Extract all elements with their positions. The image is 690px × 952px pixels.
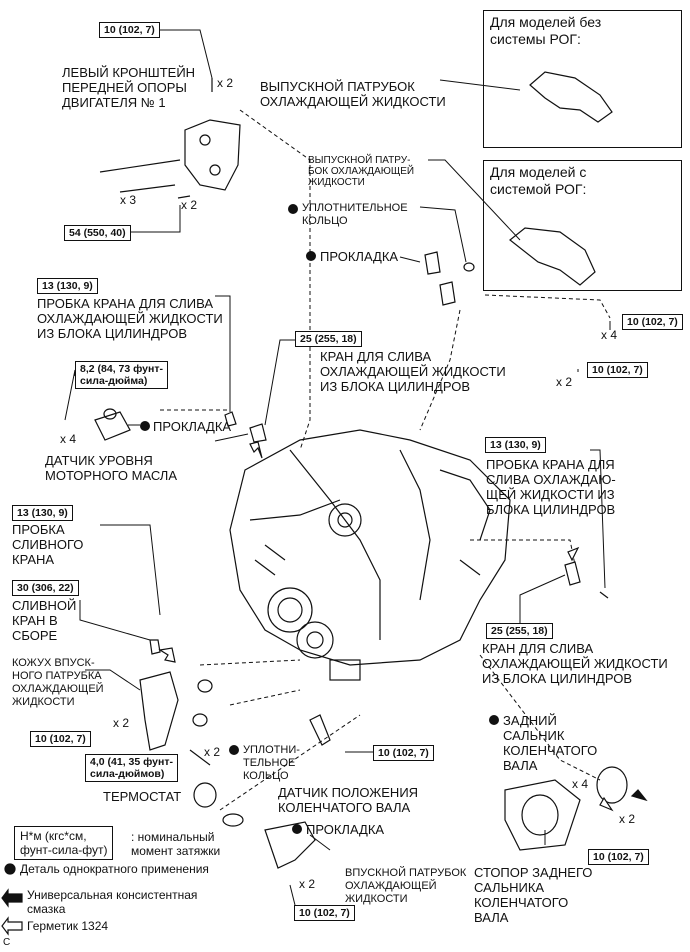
torque-spec: 13 (130, 9) (485, 437, 546, 453)
torque-spec: 10 (102, 7) (99, 22, 160, 38)
label-oil-sensor: ДАТЧИК УРОВНЯ МОТОРНОГО МАСЛА (45, 453, 177, 483)
label-inlet-housing: КОЖУХ ВПУСК- НОГО ПАТРУБКА ОХЛАЖДАЮЩЕЙ Ж… (12, 657, 104, 708)
quantity-label: x 2 (113, 716, 130, 730)
quantity-label: x 3 (120, 193, 137, 207)
torque-spec: 8,2 (84, 73 фунт- сила-дюйма) (75, 361, 168, 389)
torque-spec: 10 (102, 7) (30, 731, 91, 747)
leader-lines (64, 29, 611, 906)
torque-spec: 10 (102, 7) (294, 905, 355, 921)
left-mount-bracket (99, 78, 241, 199)
label-o-ring-top: УПЛОТНИТЕЛЬНОЕ КОЛЬЦО (302, 202, 408, 227)
torque-spec: 30 (306, 22) (12, 580, 79, 596)
label-gasket-top: ПРОКЛАДКА (320, 249, 399, 264)
torque-spec: 10 (102, 7) (587, 362, 648, 378)
quantity-label: x 2 (204, 745, 221, 759)
legend-torque-text: : номинальный момент затяжки (131, 830, 221, 858)
panel-with-egr (483, 160, 682, 291)
quantity-label: x 2 (619, 812, 636, 826)
legend-torque-unit: Н*м (кгс*см, фунт-сила-фут) (14, 826, 114, 860)
legend-symbols (1, 863, 23, 936)
quantity-label: x 4 (601, 328, 618, 342)
torque-spec: 10 (102, 7) (373, 745, 434, 761)
label-left-bracket: ЛЕВЫЙ КРОНШТЕЙН ПЕРЕДНЕЙ ОПОРЫ ДВИГАТЕЛЯ… (62, 65, 196, 110)
label-gasket-oil: ПРОКЛАДКА (153, 419, 232, 434)
label-gasket-bottom: ПРОКЛАДКА (306, 822, 385, 837)
torque-spec: 10 (102, 7) (622, 314, 683, 330)
torque-spec: 4,0 (41, 35 фунт- сила-дюймов) (85, 754, 178, 782)
label-drain-plug-right: ПРОБКА КРАНА ДЛЯ СЛИВА ОХЛАЖДАЮ- ЩЕЙ ЖИД… (486, 457, 616, 517)
engine-block (229, 429, 511, 681)
panel-without-egr (483, 10, 682, 148)
corner-mark: C (3, 937, 11, 948)
label-rear-seal: ЗАДНИЙ САЛЬНИК КОЛЕНЧАТОГО ВАЛА (503, 713, 598, 773)
quantity-label: x 2 (299, 877, 316, 891)
quantity-label: x 4 (572, 777, 589, 791)
dashed-lines (160, 109, 611, 811)
label-outlet-small: ВЫПУСКНОЙ ПАТРУ- БОК ОХЛАЖДАЮЩЕЙ ЖИДКОСТ… (308, 155, 415, 188)
label-thermostat: ТЕРМОСТАТ (103, 789, 182, 804)
label-drain-cock-right: КРАН ДЛЯ СЛИВА ОХЛАЖДАЮЩЕЙ ЖИДКОСТИ ИЗ Б… (482, 641, 668, 686)
label-drain-cock-plug: ПРОБКА СЛИВНОГО КРАНА (12, 522, 84, 567)
label-drain-cock-center: КРАН ДЛЯ СЛИВА ОХЛАЖДАЮЩЕЙ ЖИДКОСТИ ИЗ Б… (320, 349, 506, 394)
panel-with-egr-title: Для моделей с системой РОГ: (490, 164, 587, 197)
torque-spec: 13 (130, 9) (12, 505, 73, 521)
small-parts (94, 408, 628, 869)
torque-spec: 25 (255, 18) (295, 331, 362, 347)
torque-spec: 10 (102, 7) (588, 849, 649, 865)
label-drain-cock-assy: СЛИВНОЙ КРАН В СБОРЕ (12, 598, 77, 643)
legend-sealant: Герметик 1324 (27, 919, 109, 933)
label-o-ring-low: УПЛОТНИ- ТЕЛЬНОЕ КОЛЬЦО (243, 744, 300, 782)
legend-grease: Универсальная консистентная смазка (27, 888, 198, 916)
torque-spec: 13 (130, 9) (37, 278, 98, 294)
quantity-label: x 2 (556, 375, 573, 389)
torque-spec: 25 (255, 18) (486, 623, 553, 639)
legend-non-reusable: Деталь однократного применения (20, 862, 209, 876)
panel-without-egr-title: Для моделей без системы РОГ: (490, 14, 602, 47)
label-inlet-bottom: ВПУСКНОЙ ПАТРУБОК ОХЛАЖДАЮЩЕЙ ЖИДКОСТИ (345, 867, 467, 905)
torque-spec: 54 (550, 40) (64, 225, 131, 241)
label-seal-retainer: СТОПОР ЗАДНЕГО САЛЬНИКА КОЛЕНЧАТОГО ВАЛА (474, 865, 593, 925)
arrow-markers (158, 441, 648, 812)
quantity-label: x 4 (60, 432, 77, 446)
label-outlet-main: ВЫПУСКНОЙ ПАТРУБОК ОХЛАЖДАЮЩЕЙ ЖИДКОСТИ (260, 79, 446, 109)
outlet-pipes (424, 71, 613, 306)
quantity-label: x 2 (181, 198, 198, 212)
bullet-markers (140, 204, 499, 834)
label-crank-sensor: ДАТЧИК ПОЛОЖЕНИЯ КОЛЕНЧАТОГО ВАЛА (278, 785, 419, 815)
quantity-label: x 2 (217, 76, 234, 90)
label-drain-plug-left: ПРОБКА КРАНА ДЛЯ СЛИВА ОХЛАЖДАЮЩЕЙ ЖИДКО… (37, 296, 223, 341)
